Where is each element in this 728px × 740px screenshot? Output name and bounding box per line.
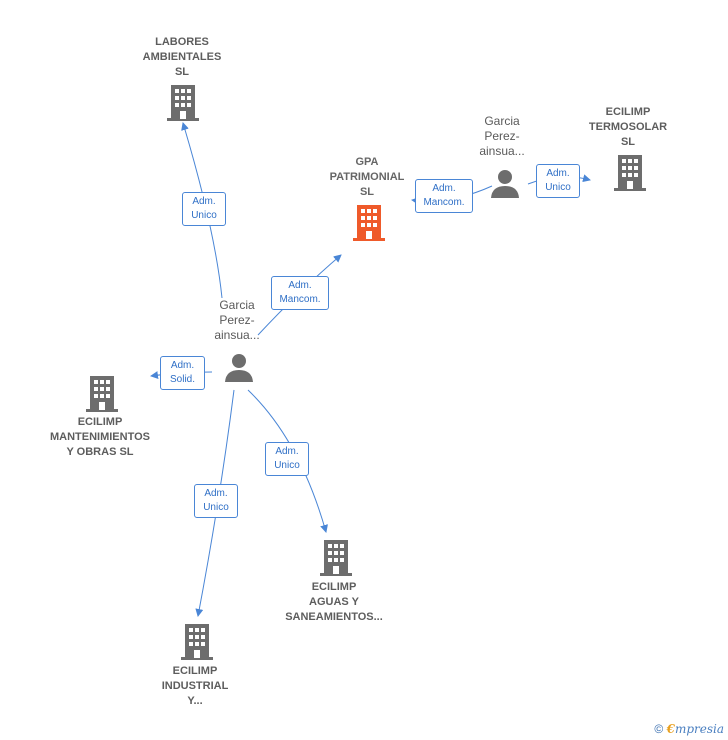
- footer-brand: © €mpresia: [654, 722, 724, 736]
- edge-label-gpa[interactable]: Adm.Mancom.: [271, 276, 329, 310]
- edge-label-mantenimientos[interactable]: Adm.Solid.: [160, 356, 205, 390]
- building-icon-aguas[interactable]: [320, 540, 352, 576]
- edge-label-termosolar[interactable]: Adm.Unico: [536, 164, 580, 198]
- edge-label-labores[interactable]: Adm.Unico: [182, 192, 226, 226]
- edge-label-aguas[interactable]: Adm.Unico: [265, 442, 309, 476]
- building-icon-labores[interactable]: [167, 85, 199, 121]
- building-icon-termosolar[interactable]: [614, 155, 646, 191]
- edge-label-industrial[interactable]: Adm.Unico: [194, 484, 238, 518]
- building-icon-industrial[interactable]: [181, 624, 213, 660]
- brand-logo-text: mpresia: [674, 722, 724, 736]
- building-icon-mantenimientos[interactable]: [86, 376, 118, 412]
- copyright-symbol: ©: [654, 722, 664, 736]
- person-icon-2[interactable]: [490, 168, 520, 198]
- brand-logo-e: €: [666, 722, 675, 736]
- edge-label-p2-gpa[interactable]: Adm.Mancom.: [415, 179, 473, 213]
- person-icon-1[interactable]: [224, 352, 254, 382]
- building-icon-gpa[interactable]: [353, 205, 385, 241]
